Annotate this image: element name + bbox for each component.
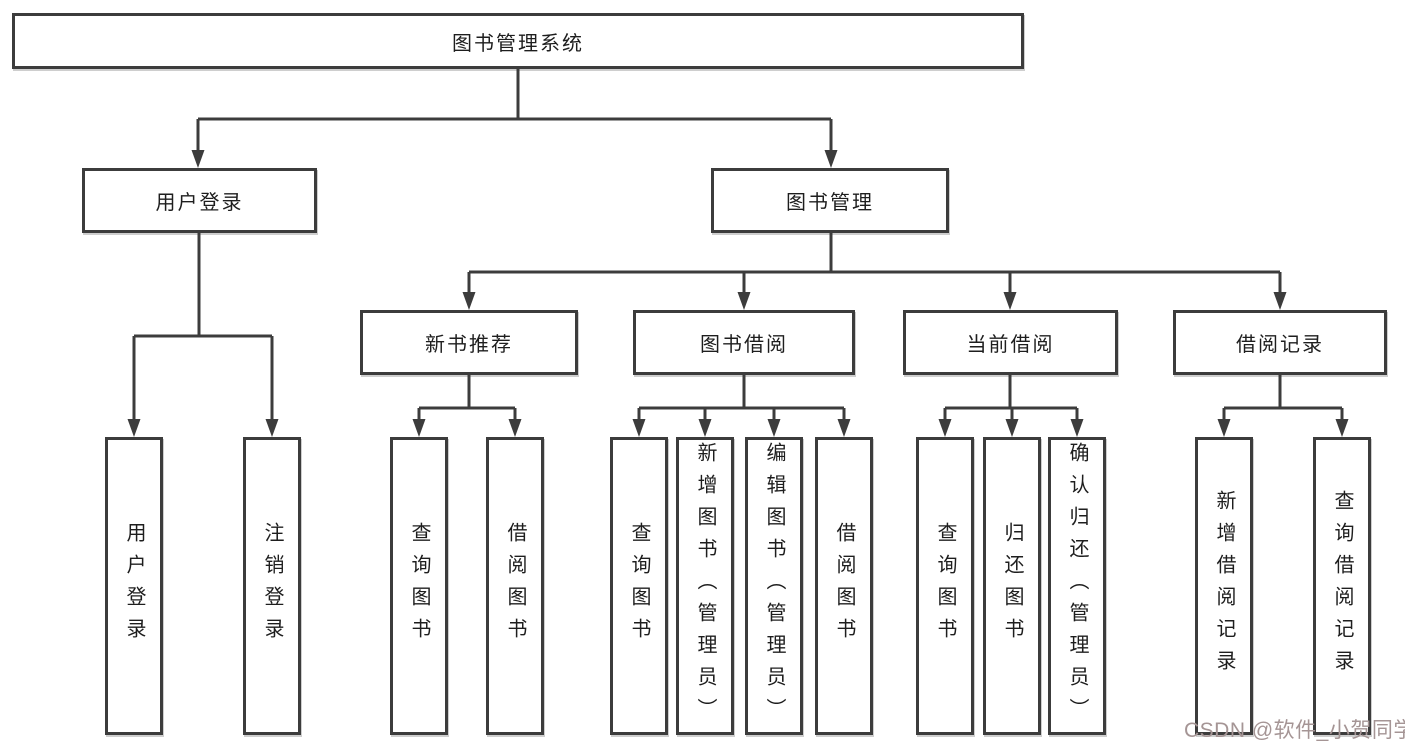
arrowhead-icons	[127, 150, 1349, 437]
node-root: 图书管理系统	[12, 13, 1024, 69]
leaf-current-return: 归还图书	[983, 437, 1041, 735]
leaf-newbook-borrow-label: 借阅图书	[504, 522, 526, 650]
leaf-logout: 注销登录	[243, 437, 301, 735]
node-user-login-label: 用户登录	[155, 192, 244, 214]
leaf-current-query: 查询图书	[916, 437, 974, 735]
node-root-label: 图书管理系统	[452, 32, 584, 55]
leaf-borrow-edit: 编辑图书（管理员）	[745, 437, 803, 735]
leaf-newbook-query: 查询图书	[390, 437, 448, 735]
node-new-book-rec-label: 新书推荐	[425, 334, 513, 356]
connector-user-login-to-leaves	[132, 233, 274, 421]
leaf-borrow-borrow-label: 借阅图书	[833, 522, 855, 650]
leaf-borrow-borrow: 借阅图书	[815, 437, 873, 735]
leaf-borrow-edit-label: 编辑图书（管理员）	[763, 442, 785, 730]
node-borrow-records: 借阅记录	[1173, 310, 1387, 375]
node-user-login: 用户登录	[82, 168, 317, 233]
connector-records-to-leaves	[1222, 375, 1344, 421]
leaf-current-confirm: 确认归还（管理员）	[1048, 437, 1106, 735]
node-new-book-rec: 新书推荐	[360, 310, 578, 375]
leaf-records-query: 查询借阅记录	[1313, 437, 1371, 735]
leaf-newbook-borrow: 借阅图书	[486, 437, 544, 735]
node-current-borrow-label: 当前借阅	[966, 334, 1055, 356]
leaf-records-query-label: 查询借阅记录	[1331, 490, 1353, 682]
leaf-current-confirm-label: 确认归还（管理员）	[1066, 442, 1088, 730]
node-book-mgmt: 图书管理	[711, 168, 949, 233]
leaf-records-add: 新增借阅记录	[1195, 437, 1253, 735]
node-current-borrow: 当前借阅	[903, 310, 1118, 375]
connector-book-mgmt-to-level3	[467, 233, 1282, 294]
leaf-user-login: 用户登录	[105, 437, 163, 735]
leaf-logout-label: 注销登录	[261, 522, 283, 650]
node-borrow-records-label: 借阅记录	[1236, 334, 1324, 356]
node-book-borrow: 图书借阅	[633, 310, 855, 375]
leaf-borrow-query: 查询图书	[610, 437, 668, 735]
leaf-user-login-label: 用户登录	[123, 522, 145, 650]
leaf-current-return-label: 归还图书	[1001, 522, 1023, 650]
node-book-mgmt-label: 图书管理	[786, 192, 874, 214]
connector-borrow-to-leaves	[637, 375, 846, 421]
csdn-watermark: CSDN @软件_小贺同学	[1184, 719, 1405, 742]
leaf-records-add-label: 新增借阅记录	[1213, 490, 1235, 682]
leaf-borrow-add: 新增图书（管理员）	[676, 437, 734, 735]
leaf-borrow-add-label: 新增图书（管理员）	[694, 442, 716, 730]
connector-current-to-leaves	[943, 375, 1079, 421]
leaf-newbook-query-label: 查询图书	[408, 522, 430, 650]
leaf-current-query-label: 查询图书	[934, 522, 956, 650]
connector-new-book-to-leaves	[417, 375, 517, 421]
leaf-borrow-query-label: 查询图书	[628, 522, 650, 650]
connector-root-to-level2	[196, 69, 833, 152]
node-book-borrow-label: 图书借阅	[700, 334, 788, 356]
